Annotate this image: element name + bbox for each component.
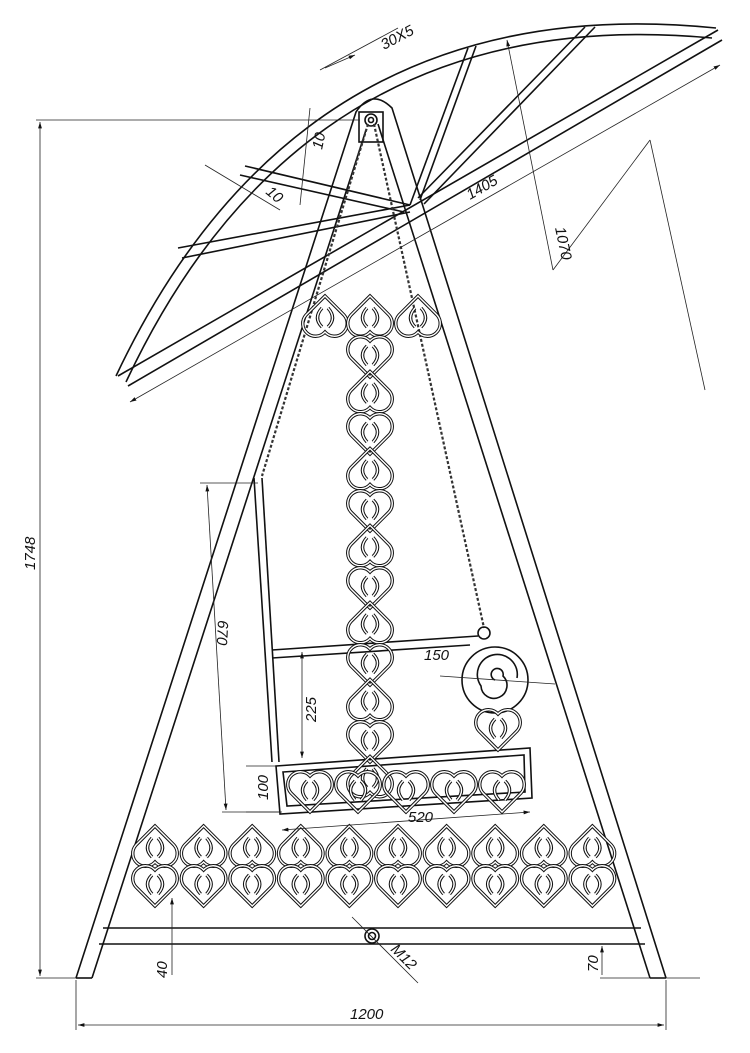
ornament-hearts [131, 293, 617, 909]
heart-ornament [286, 770, 334, 815]
heart-ornament [179, 864, 228, 909]
heart-ornament [346, 523, 394, 568]
heart-ornament [519, 864, 568, 909]
heart-ornament [276, 823, 325, 868]
heart-ornament [471, 864, 520, 909]
dim-total-height: 1748 [22, 536, 39, 570]
dim-seat-height: 225 [303, 696, 320, 723]
heart-ornament [471, 823, 520, 868]
heart-ornament [374, 864, 422, 909]
heart-ornament [394, 293, 442, 338]
heart-ornament [519, 823, 568, 868]
heart-ornament [346, 446, 394, 491]
heart-ornament [382, 770, 430, 815]
heart-ornament [346, 600, 394, 645]
heart-ornament [478, 770, 526, 815]
heart-ornament [346, 643, 394, 688]
dim-scroll-diameter: 150 [424, 647, 450, 664]
dim-seat-back-height: 670 [213, 620, 231, 647]
heart-ornament [334, 770, 382, 815]
heart-ornament [346, 412, 394, 457]
dim-canopy-length: 1405 [464, 172, 502, 204]
heart-ornament [131, 823, 179, 868]
heart-ornament [430, 770, 478, 815]
heart-ornament [228, 823, 277, 868]
dim-bolt: M12 [387, 941, 420, 974]
heart-ornament [346, 677, 394, 722]
heart-ornament [422, 864, 471, 909]
heart-ornament [346, 293, 394, 338]
dim-gap-a: 10 [309, 130, 329, 150]
heart-ornament [346, 489, 394, 534]
heart-ornament [568, 864, 617, 909]
dim-canopy-width: 1070 [551, 225, 575, 262]
heart-ornament [346, 566, 394, 611]
dim-gap-b: 10 [262, 183, 286, 207]
heart-ornament [179, 823, 228, 868]
heart-ornament [131, 864, 179, 909]
dim-seat-box-height: 100 [255, 774, 272, 800]
dim-total-width: 1200 [350, 1006, 384, 1023]
dim-crossbar-height: 70 [585, 955, 602, 972]
heart-ornament [325, 864, 374, 909]
dim-bottom-offset: 40 [154, 961, 171, 978]
heart-ornament [374, 823, 422, 868]
heart-ornament [568, 823, 617, 868]
dim-seat-width: 520 [408, 809, 434, 826]
dim-profile: 30X5 [378, 22, 417, 54]
heart-ornament [346, 720, 394, 765]
heart-ornament [325, 823, 374, 868]
heart-ornament [474, 708, 522, 753]
heart-ornament [422, 823, 471, 868]
heart-ornament [228, 864, 277, 909]
heart-ornament [276, 864, 325, 909]
dimensions [36, 27, 721, 1030]
bolt-icon [364, 928, 380, 944]
